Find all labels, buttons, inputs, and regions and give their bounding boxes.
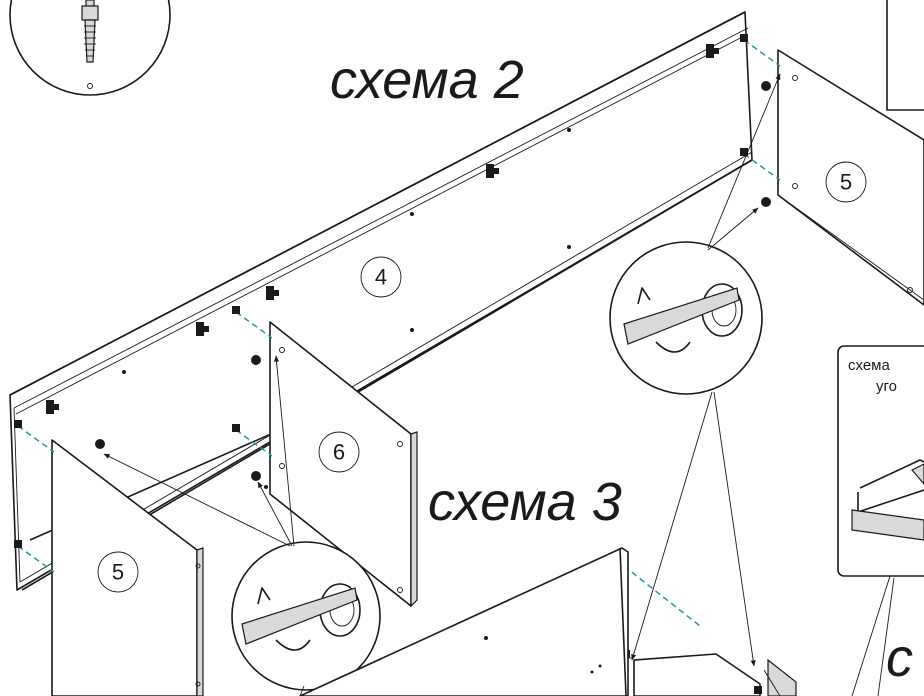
part-label-5-right: 5	[825, 161, 867, 203]
part-label-5-left: 5	[97, 551, 139, 593]
svg-text:6: 6	[333, 440, 345, 465]
scheme-2-title: схема 2	[330, 50, 524, 110]
cam-lock-icon	[196, 322, 209, 336]
side-panel-5-right	[777, 49, 924, 306]
inset-line-1: схема	[848, 357, 890, 374]
cam-detail-circle-bottom	[231, 541, 381, 691]
screw-detail-circle	[9, 0, 171, 96]
screw-icon	[81, 0, 99, 89]
back-panel-4	[9, 11, 753, 591]
cam-lock-icon	[266, 286, 279, 300]
cam-lock-icon	[46, 400, 59, 414]
inset-line-2: уго	[876, 378, 897, 395]
scheme-partial-title: с	[886, 628, 913, 688]
svg-text:5: 5	[112, 560, 124, 585]
pointer-lines	[103, 73, 895, 696]
part-label-4: 4	[360, 256, 402, 298]
svg-text:4: 4	[375, 265, 387, 290]
partition-panel-6	[269, 321, 418, 608]
part-label-6: 6	[318, 431, 360, 473]
corner-inset	[837, 345, 924, 577]
cam-detail-circle-right	[609, 241, 763, 395]
cam-lock-icon	[486, 164, 499, 178]
svg-text:5: 5	[840, 170, 852, 195]
lower-assembly	[299, 547, 797, 696]
side-panel-5-left	[51, 439, 204, 696]
top-right-frame	[886, 0, 924, 111]
cam-lock-icon	[706, 44, 719, 58]
scheme-3-title: схема 3	[428, 472, 622, 532]
